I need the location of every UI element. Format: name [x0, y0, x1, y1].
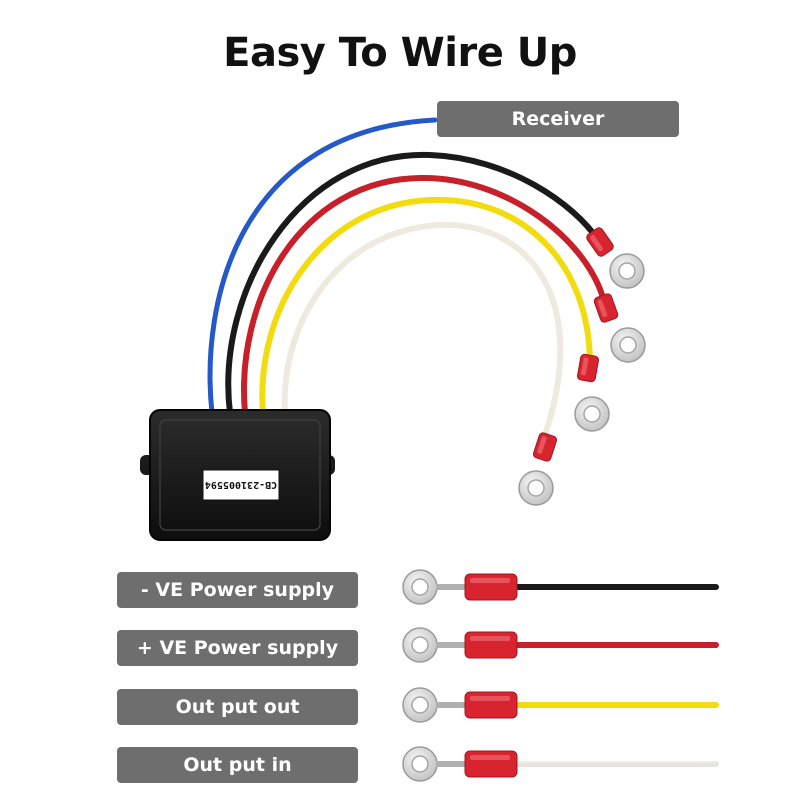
legend-label-output-out: Out put out: [117, 689, 358, 725]
blue-wire: [207, 117, 438, 416]
control-module: CB-231005594: [140, 409, 335, 541]
yellow-wire-terminal: [576, 353, 600, 383]
red-wire: [241, 174, 608, 416]
legend-label-pos-power: + VE Power supply: [117, 630, 358, 666]
black-wire-ring-icon: [609, 253, 645, 289]
black-wire: [225, 151, 601, 416]
white-wire: [281, 221, 564, 438]
receiver-label: Receiver: [437, 101, 679, 137]
white-wire-ring-icon: [518, 470, 554, 506]
legend-label-neg-power: - VE Power supply: [117, 572, 358, 608]
page-title: Easy To Wire Up: [223, 30, 577, 76]
module-sticker-text: CB-231005594: [205, 479, 277, 490]
legend-wire-yellow: [402, 687, 719, 723]
white-wire-terminal: [531, 431, 559, 463]
yellow-wire: [259, 196, 593, 416]
red-wire-terminal: [592, 292, 620, 324]
yellow-wire-ring-icon: [574, 396, 610, 432]
legend-wire-white: [402, 746, 719, 782]
legend-label-output-in: Out put in: [117, 747, 358, 783]
legend-wire-black: [402, 569, 719, 605]
red-wire-ring-icon: [610, 327, 646, 363]
legend-wire-red: [402, 627, 719, 663]
